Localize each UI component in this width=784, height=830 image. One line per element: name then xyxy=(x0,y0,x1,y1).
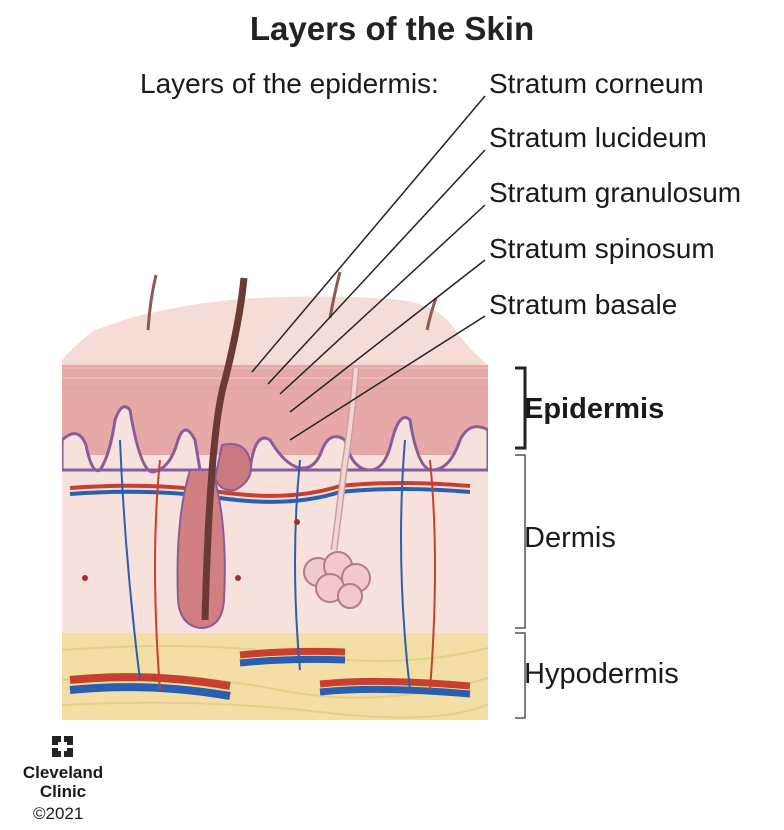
skin-block xyxy=(60,290,490,723)
cleveland-clinic-logo-icon xyxy=(52,736,73,757)
vein-lower-middle xyxy=(240,659,345,663)
sebaceous-gland xyxy=(215,444,251,490)
epidermis-bracket xyxy=(515,368,525,448)
hypodermis-bracket xyxy=(515,633,525,718)
logo-line-2: Clinic xyxy=(18,782,108,801)
dermis-bracket xyxy=(515,455,525,628)
skin-surface xyxy=(60,290,490,370)
copyright: ©2021 xyxy=(33,804,83,824)
artery-lower-middle xyxy=(240,651,345,655)
hair-follicle xyxy=(178,470,225,628)
logo-line-1: Cleveland xyxy=(18,763,108,782)
